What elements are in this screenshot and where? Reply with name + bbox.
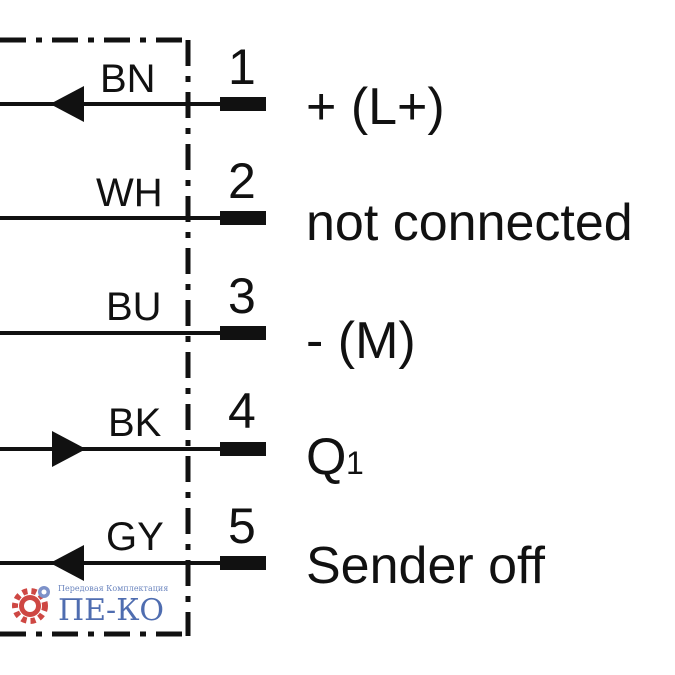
terminal-5 xyxy=(220,556,266,570)
pin-function-4: Q xyxy=(306,428,346,486)
pin-number-1: 1 xyxy=(228,39,256,95)
wire-color-3: BU xyxy=(106,285,162,329)
pin-row-5: GY 5 Sender off xyxy=(0,498,546,595)
wire-color-4: BK xyxy=(108,401,162,445)
terminal-4 xyxy=(220,442,266,456)
pin-row-2: WH 2 not connected xyxy=(0,153,633,252)
wire-color-5: GY xyxy=(106,515,164,559)
pin-number-5: 5 xyxy=(228,498,256,554)
gear-icon xyxy=(12,586,50,624)
pin-row-3: BU 3 - (M) xyxy=(0,268,416,370)
pin-number-2: 2 xyxy=(228,153,256,209)
pin-function-1: + (L+) xyxy=(306,78,445,136)
pin-function-5: Sender off xyxy=(306,537,546,595)
logo-wordmark: ПЕ-КО xyxy=(58,593,164,628)
wire-color-2: WH xyxy=(96,171,163,215)
pin-function-3: - (M) xyxy=(306,312,416,370)
pin-number-3: 3 xyxy=(228,268,256,324)
terminal-1 xyxy=(220,97,266,111)
wire-color-1: BN xyxy=(100,57,156,101)
terminal-2 xyxy=(220,211,266,225)
logo-tagline: Передовая Комплектация xyxy=(58,584,168,593)
pin-number-4: 4 xyxy=(228,383,256,439)
arrow-in-icon xyxy=(50,86,84,122)
pin-row-1: BN 1 + (L+) xyxy=(0,39,445,136)
pin-function-2: not connected xyxy=(306,194,633,252)
pin-function-4-subscript: 1 xyxy=(346,445,364,481)
terminal-3 xyxy=(220,326,266,340)
pin-row-4: BK 4 Q 1 xyxy=(0,383,364,486)
watermark-logo: Передовая Комплектация ПЕ-КО xyxy=(12,584,168,628)
arrow-out-icon xyxy=(52,431,86,467)
arrow-in-icon xyxy=(50,545,84,581)
